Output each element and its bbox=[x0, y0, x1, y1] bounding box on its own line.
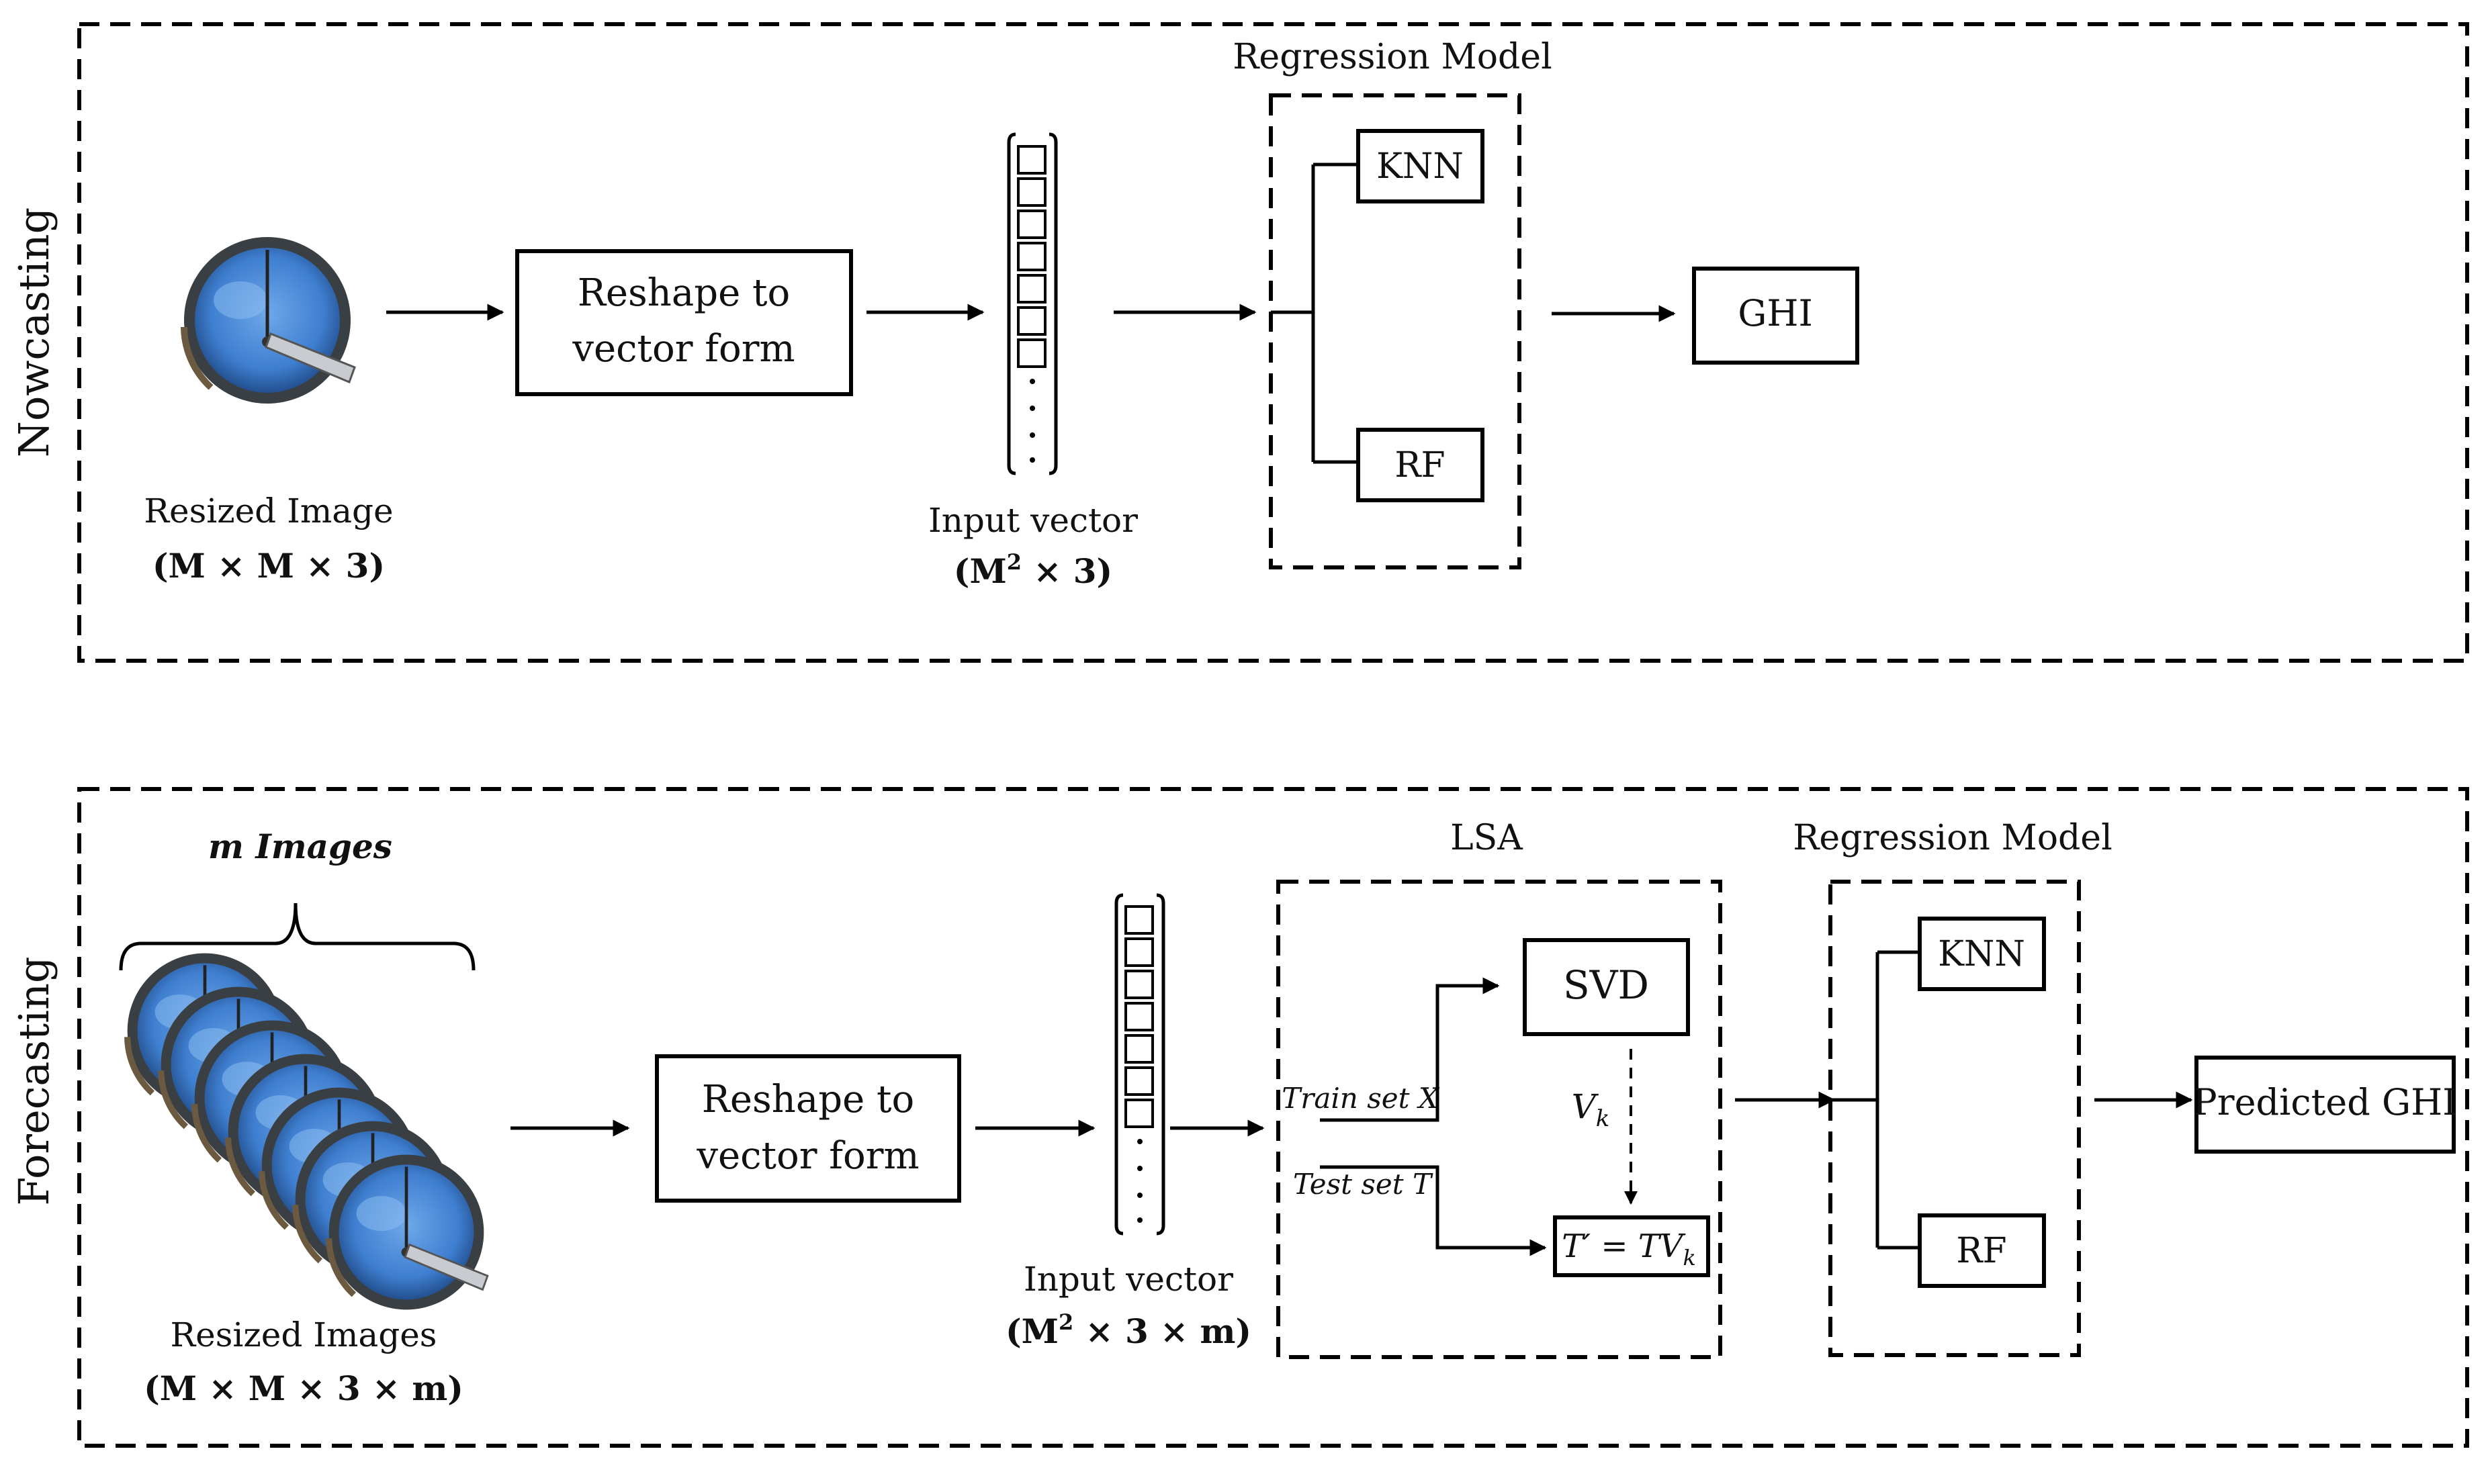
reshape-box-forecast bbox=[655, 1054, 961, 1203]
test-set-label: Test set T bbox=[1293, 1168, 1433, 1201]
knn-box bbox=[1356, 129, 1484, 203]
lsa-panel bbox=[1276, 880, 1722, 1359]
regression-model-title: Regression Model bbox=[1233, 37, 1552, 77]
m-images-title: m Images bbox=[208, 827, 392, 866]
reshape-label-line2: vector form bbox=[572, 327, 795, 371]
input-vector-forecast-dims: (M2 × 3 × m) bbox=[1006, 1309, 1251, 1351]
train-set-label: Train set X bbox=[1282, 1082, 1440, 1115]
regression-model-forecast-title: Regression Model bbox=[1793, 818, 2112, 858]
reshape-forecast-line1: Reshape to bbox=[702, 1078, 915, 1121]
rf-box-forecast bbox=[1918, 1213, 2046, 1288]
vk-label: Vk bbox=[1572, 1087, 1610, 1132]
knn-box-forecast bbox=[1918, 917, 2046, 991]
rf-box bbox=[1356, 428, 1484, 502]
nowcasting-panel bbox=[77, 22, 2469, 663]
forecasting-section-label: Forecasting bbox=[9, 956, 58, 1205]
ghi-output-label: GHI bbox=[1738, 292, 1813, 334]
rf-forecast-label: RF bbox=[1956, 1231, 2006, 1271]
resized-image-label: Resized Image bbox=[144, 492, 393, 530]
resized-image bbox=[184, 237, 355, 404]
resized-image-dims: (M × M × 3) bbox=[152, 546, 385, 586]
input-vector-forecast bbox=[1114, 893, 1165, 1236]
forecasting-panel bbox=[77, 787, 2469, 1448]
images-brace bbox=[119, 902, 476, 971]
arrow-test-to-transform bbox=[1320, 1165, 1547, 1256]
knn-forecast-label: KNN bbox=[1938, 934, 2025, 974]
resized-images-dims: (M × M × 3 × m) bbox=[144, 1369, 463, 1408]
image-stack bbox=[128, 954, 488, 1310]
input-vector-forecast-label: Input vector bbox=[1024, 1260, 1233, 1299]
input-vector-dims: (M2 × 3) bbox=[954, 549, 1112, 591]
reshape-label-line1: Reshape to bbox=[578, 271, 791, 315]
svd-label: SVD bbox=[1563, 962, 1649, 1008]
regression-model-forecast-panel bbox=[1828, 880, 2081, 1357]
predicted-ghi-box bbox=[2194, 1056, 2456, 1154]
reshape-box bbox=[515, 249, 853, 396]
predicted-ghi-label: Predicted GHI bbox=[2192, 1081, 2456, 1123]
lsa-title: LSA bbox=[1450, 818, 1523, 858]
resized-images-label: Resized Images bbox=[171, 1315, 437, 1354]
nowcasting-section-label: Nowcasting bbox=[9, 207, 58, 458]
transform-box bbox=[1553, 1215, 1710, 1277]
input-vector bbox=[1007, 132, 1058, 475]
ghi-output-box bbox=[1692, 267, 1859, 365]
input-vector-label: Input vector bbox=[928, 501, 1138, 540]
regression-model-panel bbox=[1269, 93, 1521, 569]
transform-label: T′ = TVk bbox=[1562, 1227, 1696, 1270]
knn-label: KNN bbox=[1376, 146, 1464, 187]
svd-box bbox=[1523, 938, 1690, 1036]
arrow-train-to-svd bbox=[1320, 977, 1500, 1122]
reshape-forecast-line2: vector form bbox=[696, 1134, 919, 1178]
rf-label: RF bbox=[1394, 445, 1445, 485]
